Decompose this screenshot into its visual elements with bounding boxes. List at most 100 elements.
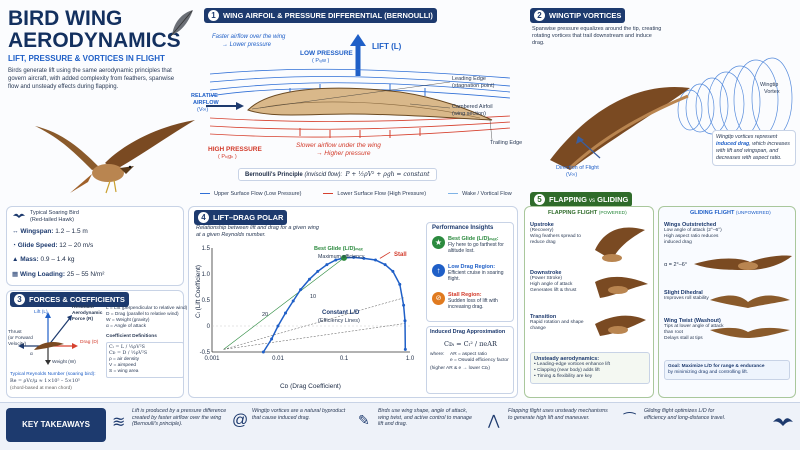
legend-wake: Wake / Vortical Flow — [448, 191, 512, 197]
insight-low-drag: ↑ Low Drag Region: Efficient cruise in s… — [432, 264, 512, 282]
best-glide-tangent — [223, 257, 345, 350]
ld-line — [223, 323, 406, 350]
bird-name-sub: (Red-tailed Hawk) — [30, 217, 75, 223]
bird-name: Typical Soaring Bird — [30, 210, 79, 216]
forces-diagram — [18, 312, 78, 365]
y-tick-label: 1.0 — [202, 272, 211, 278]
y-tick-label: 1.5 — [202, 246, 211, 252]
alpha-range: α = 2°–6° — [664, 262, 688, 268]
lift-force-label: Lift (L) — [34, 310, 48, 315]
wingspan-row: ↔ Wingspan: 1.2 – 1.5 m — [12, 228, 88, 235]
legend-swatch-upper — [200, 193, 210, 195]
glide-outstretched: Wings Outstretched Low angle of attack (… — [664, 222, 722, 245]
polar-point — [391, 269, 395, 273]
cambered-sub: (wing section) — [452, 111, 486, 117]
x-tick-label: 0.1 — [340, 356, 349, 362]
mass-icon: ▲ — [12, 256, 19, 263]
leading-edge-label: Leading Edge — [452, 76, 486, 82]
insight-best-glide: ★ Best Glide (L/D)ₘₐₓ: Fly here to go fa… — [432, 236, 512, 254]
arrow-up-icon: ↑ — [432, 264, 445, 277]
wingtip-vortex-label: Wingtip — [760, 82, 779, 88]
polar-axes — [211, 248, 410, 353]
unsteady-box: Unsteady aerodynamics: • Leading-edge vo… — [530, 352, 650, 384]
airfoil-diagram — [206, 34, 511, 141]
p-high-label: ( Pₕᵢgₕ ) — [218, 154, 237, 160]
thrust-label: Thrust — [8, 330, 22, 335]
lower-flow-note-2: → Higher pressure — [316, 150, 371, 157]
glide-dihedral: Slight Dihedral Improves roll stability — [664, 290, 709, 301]
bird-silhouette-icon — [13, 213, 25, 218]
legend-upper: Upper Surface Flow (Low Pressure) — [200, 191, 301, 197]
unsteady-item: • Leading-edge vortices enhance lift — [534, 362, 611, 367]
best-glide-label: Best Glide (L/D)ₘₐₓ — [314, 246, 363, 252]
polar-point — [261, 350, 265, 354]
polar-point — [362, 256, 366, 260]
wing-flap-icon: ⋀ — [488, 412, 500, 428]
insight-stall: ⊘ Stall Region: Sudden loss of lift with… — [432, 292, 512, 310]
polar-point — [291, 299, 295, 303]
polar-desc: Relationship between lift and drag for a… — [196, 225, 319, 231]
legend-swatch-lower — [323, 193, 334, 195]
ld-lines — [223, 257, 406, 350]
induced-eq: Cᴅᵢ = Cₗ² / πeAR — [444, 340, 497, 348]
p-low-label: ( Pₗₒw ) — [312, 58, 330, 64]
goal-box: Goal: Maximize L/D for range & endurance… — [664, 360, 790, 380]
induced-note: (higher AR & e → lower Cᴅᵢ) — [430, 366, 490, 371]
polar-point — [299, 288, 303, 292]
resultant-label-3: Force (R) — [72, 317, 94, 322]
relative-airflow-label-2: AIRFLOW — [193, 100, 219, 106]
takeaway-4: ⋀ Flapping flight uses unsteady mechanis… — [488, 408, 608, 428]
glide-title: GLIDING FLIGHT (UNPOWERED) — [690, 210, 771, 216]
takeaway-1: ≋ Lift is produced by a pressure differe… — [112, 408, 227, 431]
glide-washout: Wing Twist (Washout) Tips at lower angle… — [664, 318, 724, 341]
star-icon: ★ — [432, 236, 445, 249]
polar-point — [352, 255, 356, 259]
polar-point — [398, 282, 402, 286]
vortex-icon: @ — [232, 412, 249, 429]
gliding-birds-illustration — [694, 255, 792, 338]
intro-text: Birds generate lift using the same aerod… — [8, 68, 175, 90]
legend-swatch-wake — [448, 193, 459, 195]
polar-points — [261, 251, 407, 354]
wingspan-icon: ↔ — [12, 228, 19, 235]
induced-header: Induced Drag Approximation — [430, 329, 506, 335]
ld-line — [223, 297, 406, 350]
mass-row: ▲ Mass: 0.9 – 1.4 kg — [12, 256, 75, 263]
title-line-2: AERODYNAMICS — [8, 29, 181, 52]
alpha-label: α — [30, 352, 33, 357]
loading-row: ▦ Wing Loading: 25 – 55 N/m² — [12, 271, 105, 278]
lift-label: LIFT (L) — [372, 42, 402, 51]
legend-lower: Lower Surface Flow (High Pressure) — [323, 191, 426, 197]
speed-row: ◔ Glide Speed: 12 – 20 m/s — [12, 242, 94, 249]
polar-point — [316, 269, 320, 273]
airfoil-legend: Upper Surface Flow (Low Pressure) Lower … — [200, 191, 512, 197]
takeaway-3: ✎ Birds use wing shape, angle of attack,… — [358, 408, 472, 428]
polar-point — [403, 319, 407, 323]
forces-panel — [6, 290, 184, 398]
cambered-label: Cambered Airfoil — [452, 104, 493, 110]
no-entry-icon: ⊘ — [432, 292, 445, 305]
induced-where: where: — [430, 352, 445, 357]
polar-point — [403, 347, 407, 351]
x-tick-label: 0.01 — [272, 356, 284, 362]
thrust-label-3: Velocity) — [8, 342, 27, 347]
vortices-desc: Spanwise pressure equalizes around the t… — [532, 26, 662, 47]
polar-point — [307, 277, 311, 281]
takeaways-bar — [0, 402, 800, 450]
polar-desc-2: at a given Reynolds number. — [196, 232, 266, 238]
reynolds-eq: Re = ρVc/μ ≈ 1×10⁵ – 5×10⁵ — [10, 379, 80, 384]
insights-header: Performance Insights — [432, 225, 494, 231]
best-glide-sub: Maximum efficiency — [318, 254, 365, 260]
unsteady-item: • Timing & flexibility are key — [534, 373, 593, 379]
lower-flow-note: Slower airflow under the wing — [296, 142, 381, 149]
polar-point — [325, 263, 329, 267]
